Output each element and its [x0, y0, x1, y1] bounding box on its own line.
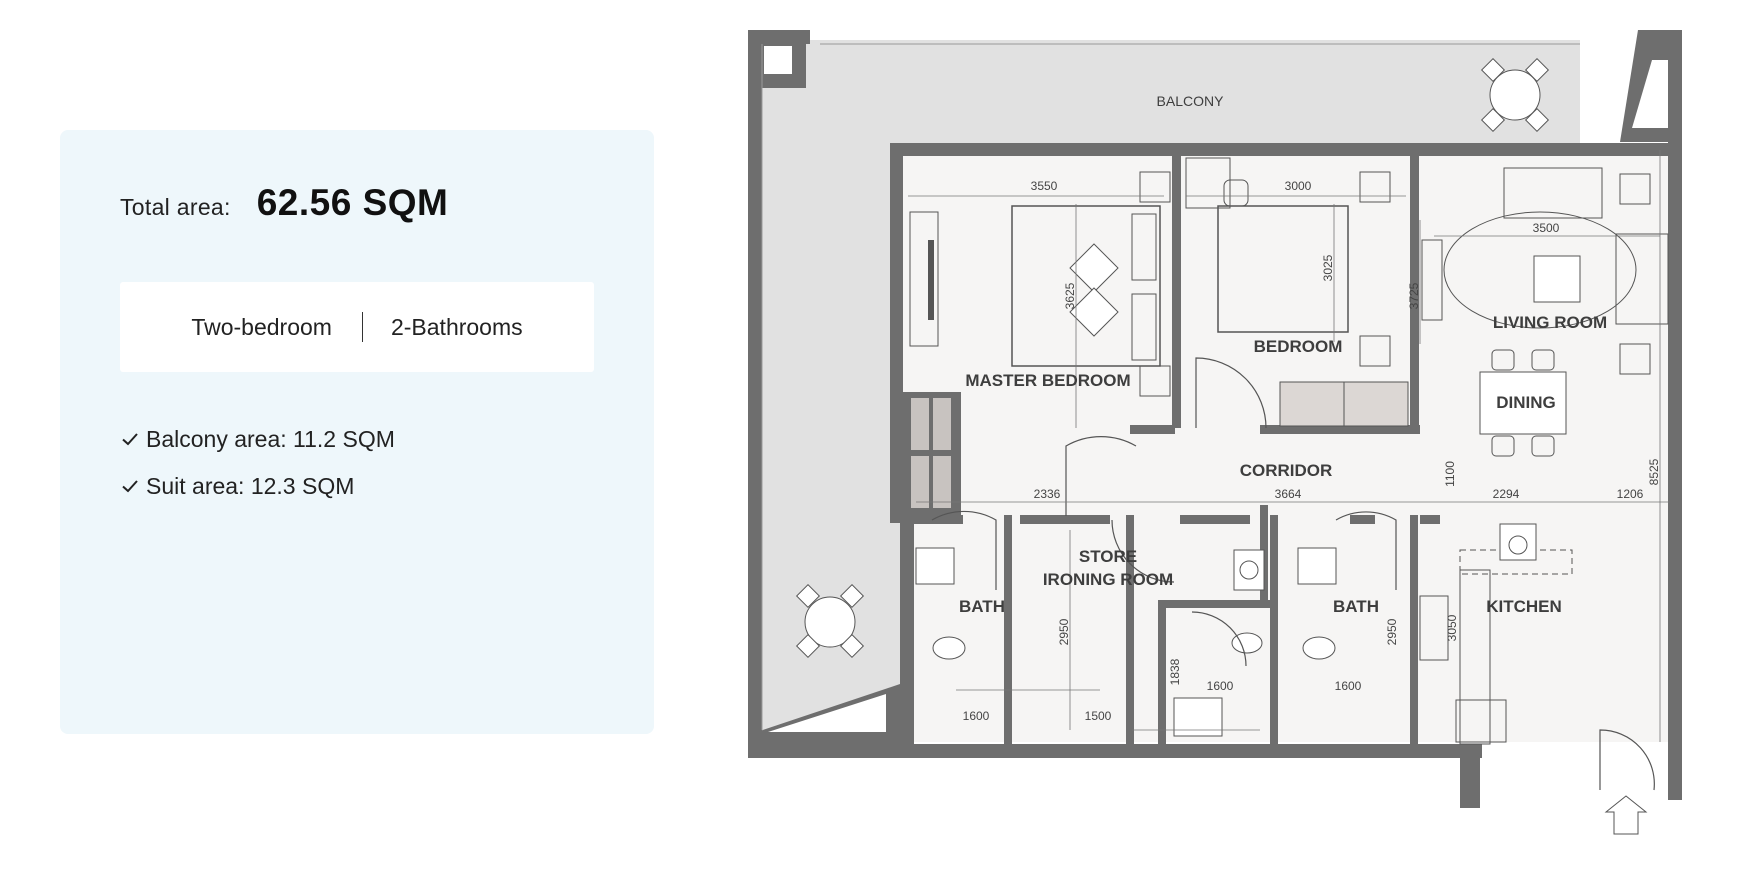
- room-label-bath-right: BATH: [1333, 597, 1379, 616]
- dim-corridor-mid: 3664: [1275, 487, 1302, 501]
- bedroom-bed: [1217, 205, 1349, 333]
- dim-bath-right-width: 1600: [1335, 679, 1362, 693]
- room-label-bedroom: BEDROOM: [1254, 337, 1343, 356]
- dim-master-depth: 3625: [1063, 282, 1077, 309]
- dim-corridor-right1: 2294: [1493, 487, 1520, 501]
- room-label-living-room: LIVING ROOM: [1493, 313, 1607, 332]
- dim-bedroom-width: 3000: [1285, 179, 1312, 193]
- room-label-ironing-room: IRONING ROOM: [1043, 570, 1173, 589]
- room-label-master-bedroom: MASTER BEDROOM: [965, 371, 1130, 390]
- total-area-value: 62.56 SQM: [256, 182, 449, 223]
- dim-bedroom-depth: 3025: [1321, 254, 1335, 281]
- room-label-store: STORE: [1079, 547, 1137, 566]
- master-bed: [1011, 205, 1161, 367]
- dim-bath-right-depth: 2950: [1385, 618, 1399, 645]
- total-area-label: Total area:: [120, 194, 231, 220]
- dim-overall-depth: 8525: [1647, 458, 1661, 485]
- dim-store-width: 1500: [1085, 709, 1112, 723]
- exterior-walls: [748, 30, 1682, 808]
- dining-table: [1479, 371, 1567, 435]
- dim-corridor-left: 2336: [1034, 487, 1061, 501]
- type-divider: [361, 312, 363, 342]
- room-label-balcony: BALCONY: [1157, 93, 1225, 109]
- feature-text: Balcony area: 11.2 SQM: [146, 425, 395, 452]
- room-label-kitchen: KITCHEN: [1486, 597, 1562, 616]
- dim-living-depth: 3725: [1407, 282, 1421, 309]
- feature-list: Balcony area: 11.2 SQM Suit area: 12.3 S…: [120, 426, 395, 520]
- door-swings: [931, 357, 1655, 791]
- room-label-dining: DINING: [1496, 393, 1556, 412]
- dim-corridor-depth: 1100: [1443, 461, 1457, 487]
- unit-summary-card: Total area: 62.56 SQM Two-bedroom 2-Bath…: [60, 130, 654, 734]
- dim-living-width: 3500: [1533, 221, 1560, 235]
- floor-plan: BALCONY MASTER BEDROOM BEDROOM LIVING RO…: [720, 0, 1754, 878]
- dim-bath-left-depth: 2950: [1057, 618, 1071, 645]
- bathroom-count: 2-Bathrooms: [390, 313, 523, 340]
- feature-balcony-area: Balcony area: 11.2 SQM: [120, 426, 395, 452]
- feature-text: Suit area: 12.3 SQM: [146, 472, 355, 499]
- dim-kitchen-depth: 3050: [1445, 614, 1459, 641]
- dim-bath-left-width: 1600: [963, 709, 990, 723]
- dim-wc-depth: 1838: [1168, 658, 1182, 685]
- room-label-corridor: CORRIDOR: [1240, 461, 1333, 480]
- entrance-arrow: [1604, 795, 1648, 835]
- sofa: [1503, 167, 1603, 219]
- balcony-table-bottom: [795, 583, 865, 659]
- bedroom-count: Two-bedroom: [191, 313, 332, 340]
- dim-master-width: 3550: [1031, 179, 1058, 193]
- dim-wc-width: 1600: [1207, 679, 1234, 693]
- check-icon: [122, 480, 138, 493]
- total-area-row: Total area: 62.56 SQM: [120, 182, 448, 224]
- dimension-lines: [908, 150, 1670, 742]
- feature-suit-area: Suit area: 12.3 SQM: [120, 473, 395, 499]
- room-label-bath-left: BATH: [959, 597, 1005, 616]
- unit-type-box: Two-bedroom 2-Bathrooms: [120, 282, 594, 372]
- dim-corridor-right2: 1206: [1617, 487, 1644, 501]
- interior-walls: [903, 143, 1440, 744]
- floor-plan-drawing: BALCONY MASTER BEDROOM BEDROOM LIVING RO…: [748, 30, 1682, 835]
- balcony-table-top: [1480, 57, 1550, 133]
- check-icon: [122, 433, 138, 446]
